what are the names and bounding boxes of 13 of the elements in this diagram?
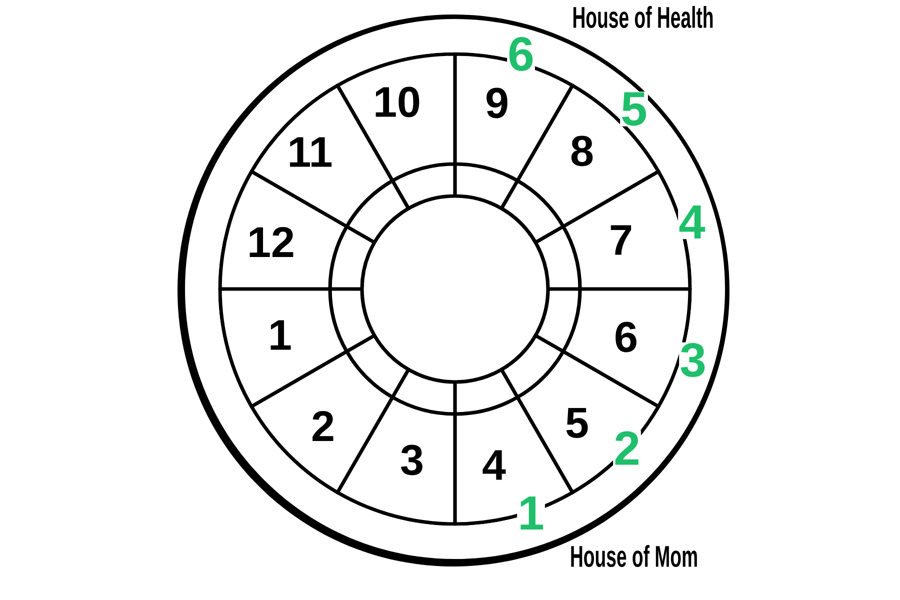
house-label: House of Health <box>573 6 713 28</box>
count-number: 1 <box>517 496 545 530</box>
house-label: House of Mom <box>571 544 697 568</box>
count-number: 2 <box>613 430 641 466</box>
count-number: 4 <box>678 204 706 240</box>
house-segment: 3 <box>336 396 456 526</box>
count-number: 5 <box>620 92 648 126</box>
house-segment: 1 <box>218 288 348 408</box>
house-segment: 10 <box>336 52 456 182</box>
house-segment: 2 <box>250 350 394 494</box>
count-number: 3 <box>679 342 707 378</box>
count-number: 6 <box>507 36 535 72</box>
house-segment: 12 <box>218 170 348 290</box>
